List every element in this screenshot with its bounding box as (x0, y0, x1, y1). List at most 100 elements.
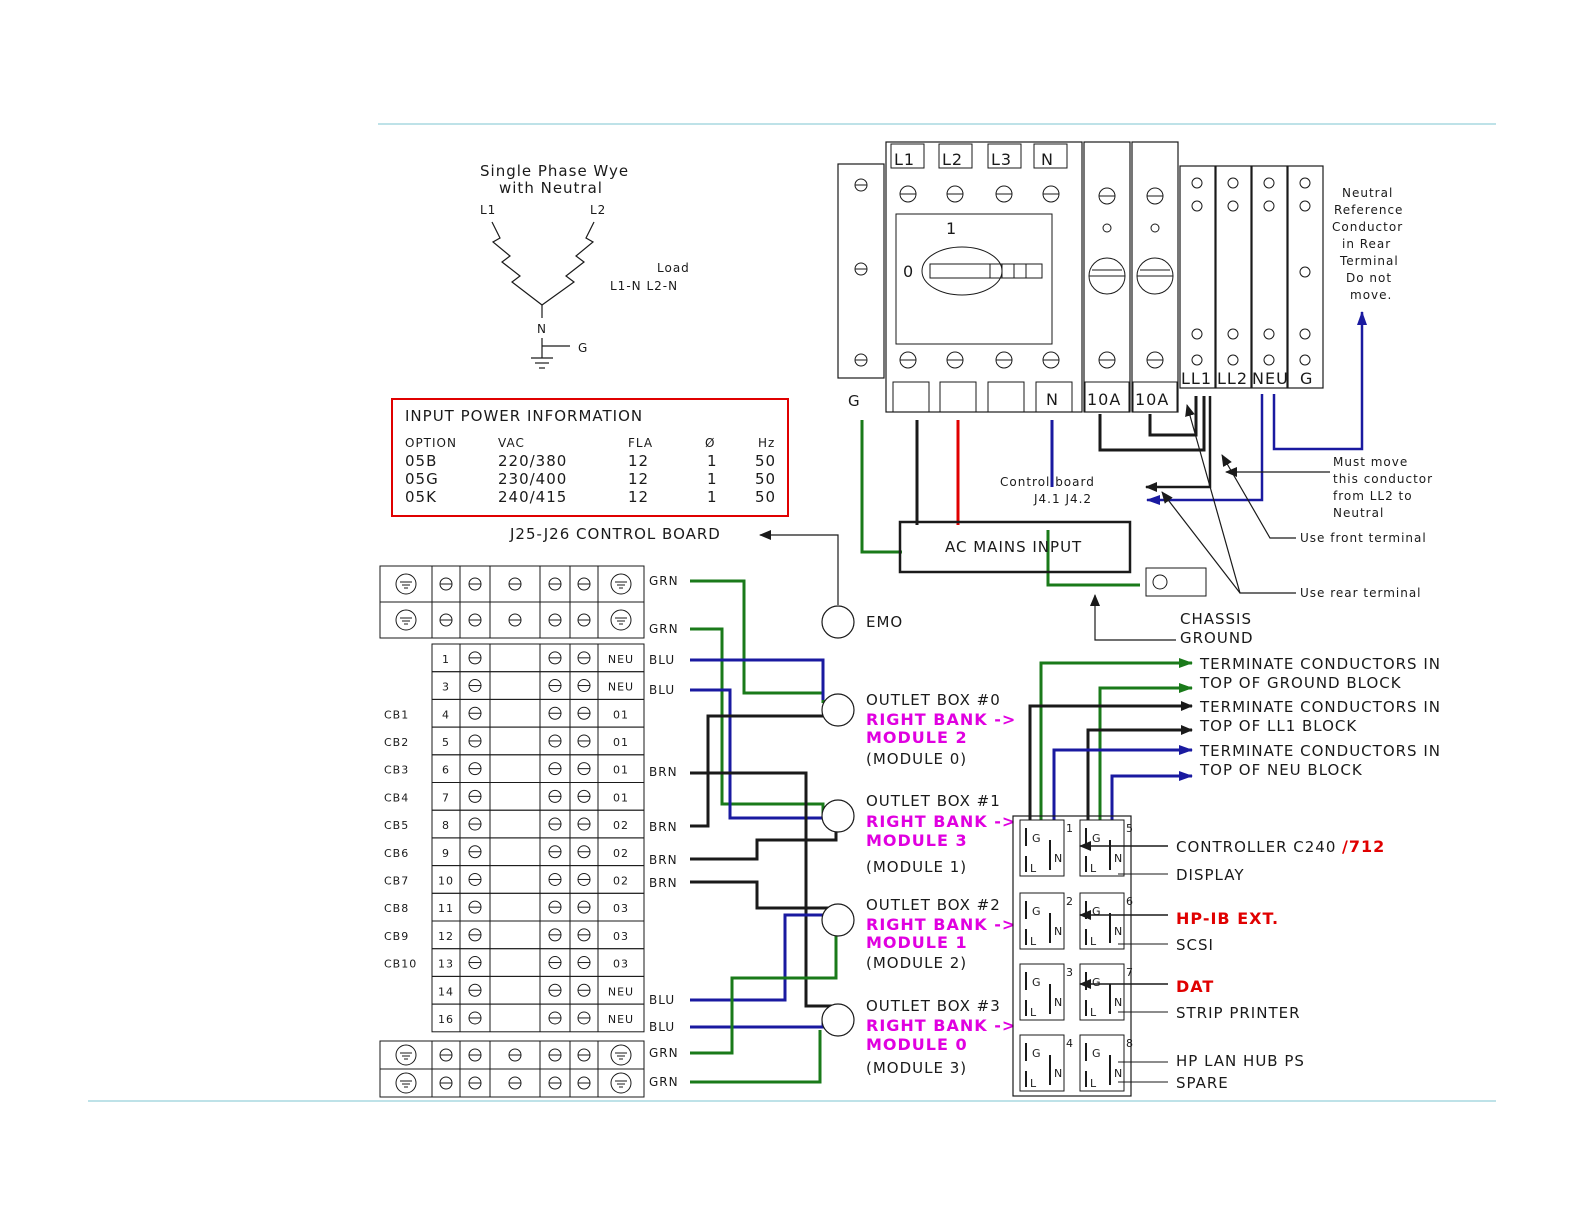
wire-label-brn: BRN (649, 765, 678, 779)
outlet-module: MODULE 0 (866, 1035, 968, 1054)
terminal-number: 12 (438, 930, 454, 943)
outlet-module-paren: (MODULE 0) (866, 750, 967, 768)
terminal-circuit: NEU (608, 985, 634, 998)
load-label: Load (657, 261, 690, 275)
breaker-top-l1: L1 (894, 150, 915, 169)
terminate-label: TERMINATE CONDUCTORS IN (1199, 655, 1441, 673)
outlet-box-3-connector (821, 1003, 855, 1037)
terminate-arrows: TERMINATE CONDUCTORS IN TOP OF GROUND BL… (1028, 655, 1441, 848)
load-connection: L1-N L2-N (610, 279, 678, 293)
wire-label-blu: BLU (649, 993, 675, 1007)
receptacle-l: L (1030, 1006, 1037, 1019)
ground-icon (395, 609, 417, 631)
emo-label: EMO (866, 613, 903, 631)
breaker-top-l3: L3 (991, 150, 1012, 169)
receptacle-g: G (1092, 832, 1102, 845)
receptacle-number: 4 (1066, 1037, 1074, 1050)
terminal-circuit: 03 (613, 958, 629, 971)
device-scsi: SCSI (1176, 936, 1214, 954)
must-move-line: from LL2 to (1333, 489, 1413, 503)
chassis-ground-label: GROUND (1180, 629, 1254, 647)
receptacle-l: L (1090, 1077, 1097, 1090)
wye-title-line1: Single Phase Wye (480, 162, 629, 180)
terminal-ll2-label: LL2 (1217, 369, 1248, 388)
terminal-number: 16 (438, 1013, 454, 1026)
row-option: 05K (405, 488, 437, 506)
outlet-module-paren: (MODULE 2) (866, 954, 967, 972)
terminal-neu (1251, 165, 1288, 389)
ground-icon (610, 573, 632, 595)
j25-control-board-label: J25-J26 CONTROL BOARD (509, 525, 721, 543)
device-controller: CONTROLLER C240 (1176, 838, 1336, 856)
receptacle-n: N (1054, 925, 1063, 938)
cb-label: CB7 (384, 874, 409, 887)
breaker-top-n: N (1041, 150, 1054, 169)
terminal-circuit: 01 (613, 764, 629, 777)
breaker-10a-1 (1083, 141, 1131, 413)
breaker-10a-2 (1131, 141, 1179, 413)
col-vac: VAC (498, 436, 525, 450)
outlet-module: MODULE 2 (866, 728, 968, 747)
terminal-g-label: G (1300, 369, 1313, 388)
terminal-circuit: NEU (608, 1013, 634, 1026)
terminal-ll1 (1179, 165, 1216, 389)
terminal-number: 13 (438, 958, 454, 971)
note-line: in Rear (1342, 237, 1391, 251)
wire-label-grn: GRN (649, 574, 679, 588)
row-fla: 12 (628, 470, 649, 488)
wire-green-chassis (1046, 530, 1140, 587)
breaker-bottom-n: N (1046, 390, 1059, 409)
ground-icon (395, 1072, 417, 1094)
device-strip-printer: STRIP PRINTER (1176, 1004, 1301, 1022)
note-line: Reference (1334, 203, 1403, 217)
wire-label-grn: GRN (649, 1046, 679, 1060)
terminal-number: 5 (442, 736, 450, 749)
receptacle-panel-frame (1012, 815, 1132, 1097)
outlet-box-2-connector (821, 903, 855, 937)
outlet-box-0-connector (821, 693, 855, 727)
control-board-jacks: J4.1 J4.2 (1033, 492, 1092, 506)
terminal-number: 8 (442, 819, 450, 832)
outlet-box-1-connector (821, 799, 855, 833)
switch-face (895, 213, 1053, 345)
device-lan-hub: HP LAN HUB PS (1176, 1052, 1305, 1070)
outlet-module: MODULE 3 (866, 831, 968, 850)
receptacle-l: L (1090, 862, 1097, 875)
receptacle (1019, 963, 1065, 1021)
terminal-row (379, 1068, 645, 1098)
use-rear-terminal: Use rear terminal (1300, 586, 1422, 600)
chassis-ground-label: CHASSIS (1180, 610, 1252, 628)
wye-g-label: G (578, 341, 588, 355)
terminate-label: TOP OF NEU BLOCK (1199, 761, 1363, 779)
device-labels: CONTROLLER C240 /712 DISPLAY HP-IB EXT. … (1118, 837, 1384, 1092)
wye-title-line2: with Neutral (499, 179, 603, 197)
wire-label-blu: BLU (649, 653, 675, 667)
receptacle (1019, 892, 1065, 950)
terminate-label: TERMINATE CONDUCTORS IN (1199, 698, 1441, 716)
row-fla: 12 (628, 488, 649, 506)
receptacle-number: 6 (1126, 895, 1134, 908)
cb-label: CB6 (384, 847, 409, 860)
switch-on-label: 1 (946, 219, 957, 238)
row-hz: 50 (755, 488, 776, 506)
wire-blue-neu (1146, 394, 1264, 505)
receptacle-g: G (1092, 905, 1102, 918)
receptacle-g: G (1032, 832, 1042, 845)
ground-icon (610, 609, 632, 631)
receptacle (1079, 963, 1125, 1021)
wye-coil-l2 (541, 221, 595, 306)
control-board-label: Control board (1000, 475, 1095, 489)
must-move-line: Neutral (1333, 506, 1384, 520)
neutral-note: Neutral Reference Conductor in Rear Term… (1332, 186, 1403, 302)
col-fla: FLA (628, 436, 653, 450)
terminal-circuit: 03 (613, 902, 629, 915)
cb-label: CB8 (384, 902, 409, 915)
wye-l1-label: L1 (480, 203, 496, 217)
ground-icon (395, 573, 417, 595)
outlet-title: OUTLET BOX #3 (866, 997, 1001, 1015)
wye-l2-label: L2 (590, 203, 606, 217)
breaker-10a-label-2: 10A (1135, 390, 1169, 409)
row-option: 05G (405, 470, 439, 488)
